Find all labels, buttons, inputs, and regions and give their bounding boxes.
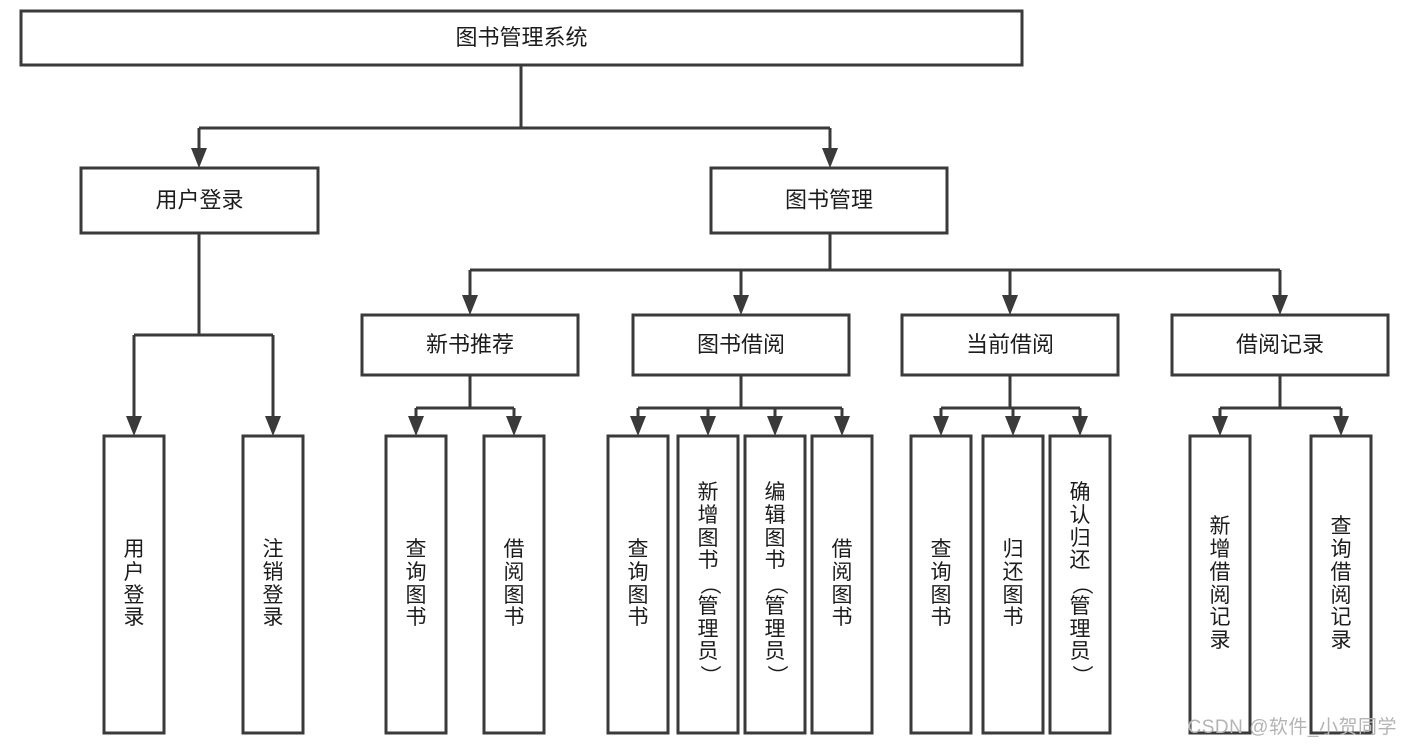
node-book-borrow-label: 图书借阅 xyxy=(697,332,785,357)
book-manage-arrow-1 xyxy=(733,295,749,315)
node-leaf-borrow-book-1-box[interactable] xyxy=(482,434,546,735)
node-borrow-record-label: 借阅记录 xyxy=(1236,332,1324,357)
book-borrow-arrow-1 xyxy=(700,416,716,436)
node-leaf-query-book-3-box[interactable] xyxy=(909,434,973,735)
node-leaf-borrow-book-2-box[interactable] xyxy=(810,434,874,735)
connector-layer xyxy=(126,65,1349,436)
node-new-book-recommend-label: 新书推荐 xyxy=(426,332,514,357)
current-borrow-arrow-2 xyxy=(1072,416,1088,436)
root-arrow-0 xyxy=(191,148,207,168)
node-leaf-add-borrow-record-box[interactable] xyxy=(1188,434,1252,735)
book-manage-arrow-3 xyxy=(1272,295,1288,315)
node-leaf-user-login-box[interactable] xyxy=(102,434,166,735)
node-leaf-return-book-box[interactable] xyxy=(981,434,1045,735)
node-new-book-recommend-box[interactable] xyxy=(360,313,580,377)
borrow-record-arrow-1 xyxy=(1333,416,1349,436)
current-borrow-arrow-0 xyxy=(933,416,949,436)
book-manage-arrow-2 xyxy=(1002,295,1018,315)
root-arrow-1 xyxy=(822,148,838,168)
node-leaf-user-logout-box[interactable] xyxy=(241,434,305,735)
book-borrow-arrow-0 xyxy=(630,416,646,436)
user-login-arrow-0 xyxy=(126,416,142,436)
node-root-label: 图书管理系统 xyxy=(455,25,587,50)
borrow-record-arrow-0 xyxy=(1212,416,1228,436)
node-book-manage-box[interactable] xyxy=(709,166,949,235)
node-leaf-add-book-admin-box[interactable] xyxy=(676,434,740,735)
book-manage-arrow-0 xyxy=(462,295,478,315)
node-box-layer xyxy=(19,9,1390,735)
book-borrow-arrow-3 xyxy=(834,416,850,436)
node-root-box[interactable] xyxy=(19,9,1024,67)
node-user-login-box[interactable] xyxy=(79,166,320,235)
node-current-borrow-box[interactable] xyxy=(900,313,1120,377)
node-leaf-edit-book-admin-box[interactable] xyxy=(743,434,807,735)
node-leaf-query-book-1-box[interactable] xyxy=(384,434,448,735)
new-book-recommend-arrow-1 xyxy=(506,416,522,436)
node-current-borrow-label: 当前借阅 xyxy=(966,332,1054,357)
watermark-text: CSDN @软件_小贺同学 xyxy=(1187,717,1397,738)
node-leaf-query-borrow-record-box[interactable] xyxy=(1309,434,1373,735)
node-user-login-label: 用户登录 xyxy=(155,187,243,212)
node-leaf-confirm-return-admin-box[interactable] xyxy=(1048,434,1112,735)
user-login-arrow-1 xyxy=(265,416,281,436)
book-borrow-arrow-2 xyxy=(767,416,783,436)
node-book-manage-label: 图书管理 xyxy=(785,187,873,212)
node-borrow-record-box[interactable] xyxy=(1170,313,1390,377)
node-leaf-query-book-2-box[interactable] xyxy=(606,434,670,735)
new-book-recommend-arrow-0 xyxy=(408,416,424,436)
current-borrow-arrow-1 xyxy=(1005,416,1021,436)
node-book-borrow-box[interactable] xyxy=(631,313,851,377)
